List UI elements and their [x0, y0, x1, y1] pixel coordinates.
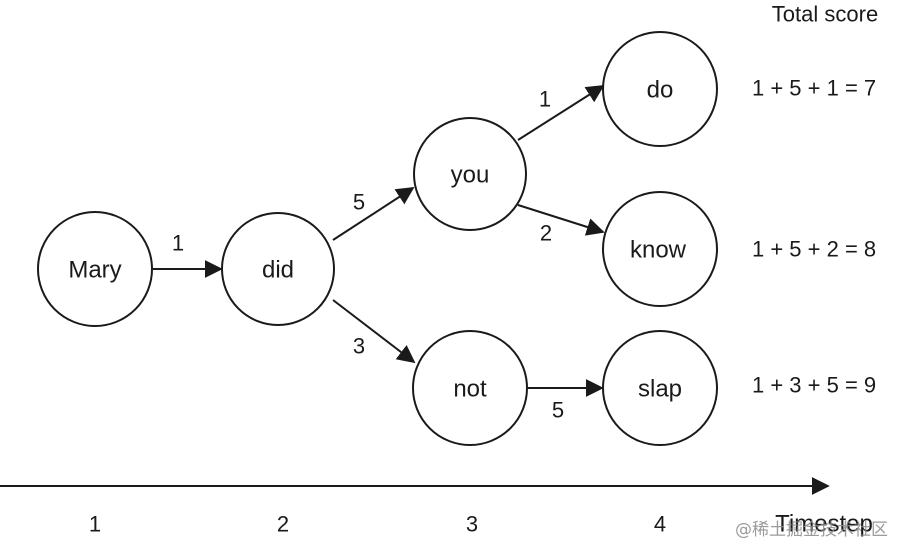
- node-you: you: [413, 117, 527, 231]
- node-not-circle: [412, 330, 528, 446]
- score-row-2: 1 + 5 + 2 = 8: [752, 237, 876, 262]
- node-did-circle: [221, 212, 335, 326]
- scores: 1 + 5 + 1 = 7 1 + 5 + 2 = 8 1 + 3 + 5 = …: [752, 76, 876, 398]
- node-know-label: know: [630, 237, 687, 264]
- score-row-1: 1 + 5 + 1 = 7: [752, 76, 876, 101]
- node-you-label: you: [451, 162, 490, 189]
- edge-label-you-know: 2: [540, 221, 552, 246]
- edge-label-did-not: 3: [353, 334, 365, 359]
- node-slap-label: slap: [638, 376, 682, 403]
- node-did-label: did: [262, 257, 294, 284]
- timestep-tick-4: 4: [654, 512, 666, 537]
- node-do-circle: [602, 31, 718, 147]
- node-did: did: [221, 212, 335, 326]
- edge-label-mary-did: 1: [172, 231, 184, 256]
- node-mary-circle: [37, 211, 153, 327]
- edge-label-you-do: 1: [539, 87, 551, 112]
- score-row-3: 1 + 3 + 5 = 9: [752, 373, 876, 398]
- edges: [153, 85, 605, 397]
- node-not: not: [412, 330, 528, 446]
- node-do: do: [602, 31, 718, 147]
- node-know-circle: [602, 191, 718, 307]
- node-know: know: [602, 191, 718, 307]
- edge-you-know: [517, 204, 605, 236]
- node-slap: slap: [602, 330, 718, 446]
- node-you-circle: [413, 117, 527, 231]
- timestep-tick-2: 2: [277, 512, 289, 537]
- edge-labels: 1 5 3 1 2 5: [172, 87, 564, 423]
- watermark: @稀土掘金技术社区: [735, 520, 888, 540]
- node-mary: Mary: [37, 211, 153, 327]
- total-score-header: Total score: [772, 2, 878, 27]
- timestep-ticks: 1 2 3 4: [89, 512, 666, 537]
- node-do-label: do: [647, 77, 674, 104]
- edge-did-not: [332, 299, 416, 364]
- timestep-axis-title: Timestep: [775, 511, 873, 538]
- edge-label-not-slap: 5: [552, 398, 564, 423]
- edge-did-you: [332, 187, 415, 241]
- edge-label-did-you: 5: [353, 190, 365, 215]
- node-mary-label: Mary: [68, 257, 121, 284]
- edge-you-do: [517, 85, 605, 141]
- node-slap-circle: [602, 330, 718, 446]
- timestep-tick-3: 3: [466, 512, 478, 537]
- timestep-tick-1: 1: [89, 512, 101, 537]
- node-not-label: not: [453, 376, 487, 403]
